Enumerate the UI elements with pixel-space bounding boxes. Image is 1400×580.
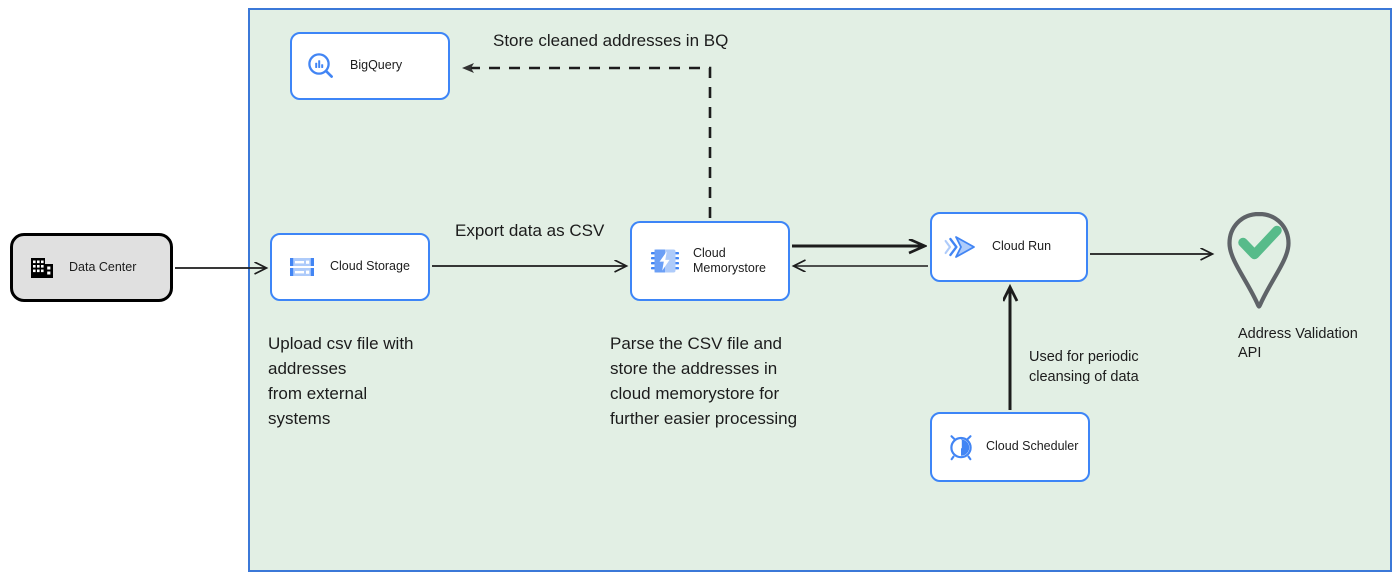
map-pin-check-icon xyxy=(1227,211,1291,309)
cloud-run-icon xyxy=(944,232,978,262)
node-label: Data Center xyxy=(69,259,137,274)
node-cloud-run[interactable]: Cloud Run xyxy=(930,212,1088,282)
address-validation-api-label: Address Validation API xyxy=(1238,326,1358,362)
cloud-scheduler-clock-icon xyxy=(946,432,976,462)
node-cloud-scheduler[interactable]: Cloud Scheduler xyxy=(930,412,1090,482)
node-data-center[interactable]: Data Center xyxy=(10,233,173,302)
memorystore-chip-icon xyxy=(650,246,680,276)
node-label: Cloud Scheduler xyxy=(986,439,1079,454)
node-bigquery[interactable]: BigQuery xyxy=(290,32,450,100)
office-building-icon xyxy=(29,255,55,281)
node-label: Cloud Memorystore xyxy=(693,245,766,275)
node-cloud-memorystore[interactable]: Cloud Memorystore xyxy=(630,221,790,301)
node-label: Cloud Run xyxy=(992,239,1052,254)
annotation-periodic-cleansing: Used for periodic cleansing of data xyxy=(1029,349,1139,385)
node-cloud-storage[interactable]: Cloud Storage xyxy=(270,233,430,301)
annotation-parse-csv: Parse the CSV file and store the address… xyxy=(610,334,798,428)
annotation-upload-csv: Upload csv file with addresses from exte… xyxy=(268,334,414,428)
cloud-storage-icon xyxy=(288,253,316,281)
node-label: BigQuery xyxy=(350,58,403,73)
address-validation-api-marker[interactable] xyxy=(1222,210,1296,310)
bigquery-magnifier-icon xyxy=(306,51,336,81)
cloud-project-boundary xyxy=(248,8,1392,572)
annotation-export-csv: Export data as CSV xyxy=(455,221,605,240)
annotation-store-in-bq: Store cleaned addresses in BQ xyxy=(493,31,729,50)
node-label: Cloud Storage xyxy=(330,259,410,274)
